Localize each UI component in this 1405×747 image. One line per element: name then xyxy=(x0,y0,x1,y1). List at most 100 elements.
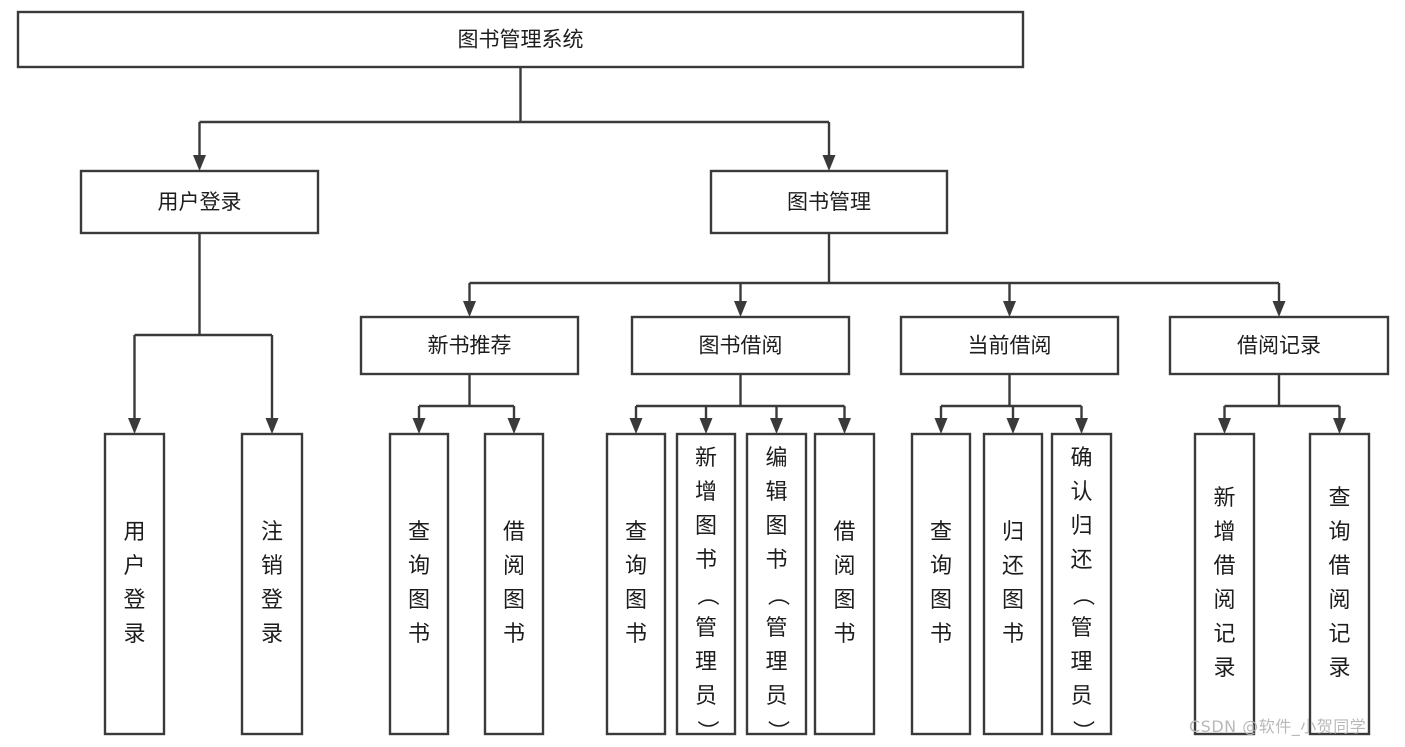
svg-text:）: ） xyxy=(765,720,790,742)
svg-text:阅: 阅 xyxy=(1328,588,1350,613)
svg-text:辑: 辑 xyxy=(765,480,787,505)
node-box-leaf-return-book[interactable] xyxy=(982,432,1044,736)
node-box-leaf-borrow-book-1[interactable] xyxy=(483,432,545,736)
node-label-book-management: 图书管理 xyxy=(787,190,871,214)
svg-text:新: 新 xyxy=(695,446,717,471)
svg-text:书: 书 xyxy=(625,622,647,647)
svg-text:记: 记 xyxy=(1213,622,1235,647)
edge-group-book-management xyxy=(463,233,1286,317)
node-label-leaf-user-login: 用户登录 xyxy=(123,520,145,647)
svg-text:理: 理 xyxy=(765,650,787,675)
svg-text:阅: 阅 xyxy=(503,554,525,579)
svg-text:管: 管 xyxy=(1070,616,1092,641)
svg-text:询: 询 xyxy=(930,554,952,579)
svg-text:图: 图 xyxy=(930,588,952,613)
node-box-user-login[interactable] xyxy=(79,169,320,235)
node-box-book-management[interactable] xyxy=(709,169,949,235)
node-box-leaf-query-book-2[interactable] xyxy=(605,432,667,736)
node-box-leaf-user-login[interactable] xyxy=(103,432,166,736)
node-box-leaf-query-borrow-record[interactable] xyxy=(1308,432,1371,736)
svg-text:查: 查 xyxy=(930,520,952,545)
svg-text:图: 图 xyxy=(408,588,430,613)
node-current-borrow[interactable]: 当前借阅 xyxy=(899,315,1120,376)
svg-text:确: 确 xyxy=(1070,446,1092,471)
node-box-borrow-record[interactable] xyxy=(1168,315,1390,376)
edge-group-book-borrow xyxy=(629,374,851,434)
svg-text:认: 认 xyxy=(1070,480,1092,505)
svg-text:管: 管 xyxy=(765,616,787,641)
svg-text:登: 登 xyxy=(123,588,145,613)
svg-text:理: 理 xyxy=(695,650,717,675)
svg-text:还: 还 xyxy=(1002,554,1024,579)
svg-text:理: 理 xyxy=(1070,650,1092,675)
svg-text:归: 归 xyxy=(1070,514,1092,539)
node-box-new-book-recommend[interactable] xyxy=(359,315,580,376)
edge-group-borrow-record xyxy=(1218,374,1346,434)
svg-text:阅: 阅 xyxy=(1213,588,1235,613)
node-leaf-user-login[interactable]: 用户登录 xyxy=(103,432,166,736)
svg-text:）: ） xyxy=(1070,720,1095,742)
svg-text:归: 归 xyxy=(1002,520,1024,545)
node-label-current-borrow: 当前借阅 xyxy=(968,334,1052,358)
svg-text:新: 新 xyxy=(1213,486,1235,511)
edge-group-user-login xyxy=(128,233,279,434)
svg-text:（: （ xyxy=(1070,584,1095,606)
svg-text:书: 书 xyxy=(1002,622,1024,647)
svg-text:记: 记 xyxy=(1328,622,1350,647)
node-book-borrow[interactable]: 图书借阅 xyxy=(630,315,851,376)
node-label-new-book-recommend: 新书推荐 xyxy=(428,334,512,358)
node-new-book-recommend[interactable]: 新书推荐 xyxy=(359,315,580,376)
watermark-label: CSDN @软件_小贺同学 xyxy=(1189,717,1367,736)
node-box-leaf-logout[interactable] xyxy=(240,432,304,736)
node-box-leaf-borrow-book-2[interactable] xyxy=(813,432,876,736)
node-user-login[interactable]: 用户登录 xyxy=(79,169,320,235)
node-box-root[interactable] xyxy=(16,10,1025,69)
svg-text:图: 图 xyxy=(765,514,787,539)
svg-text:书: 书 xyxy=(930,622,952,647)
svg-text:（: （ xyxy=(765,584,790,606)
svg-text:询: 询 xyxy=(408,554,430,579)
svg-text:借: 借 xyxy=(503,520,525,545)
svg-text:书: 书 xyxy=(695,548,717,573)
node-box-current-borrow[interactable] xyxy=(899,315,1120,376)
node-box-leaf-query-book-1[interactable] xyxy=(388,432,450,736)
node-box-leaf-query-book-3[interactable] xyxy=(910,432,972,736)
svg-text:书: 书 xyxy=(833,622,855,647)
node-box-leaf-add-book[interactable] xyxy=(675,432,737,736)
svg-text:查: 查 xyxy=(408,520,430,545)
svg-text:询: 询 xyxy=(1328,520,1350,545)
node-box-book-borrow[interactable] xyxy=(630,315,851,376)
node-root[interactable]: 图书管理系统 xyxy=(16,10,1025,69)
svg-text:阅: 阅 xyxy=(833,554,855,579)
node-borrow-record[interactable]: 借阅记录 xyxy=(1168,315,1390,376)
svg-text:借: 借 xyxy=(833,520,855,545)
node-box-leaf-edit-book[interactable] xyxy=(745,432,808,736)
svg-text:）: ） xyxy=(694,720,719,742)
node-box-leaf-add-borrow-record[interactable] xyxy=(1193,432,1256,736)
svg-text:录: 录 xyxy=(1213,656,1235,681)
node-box-leaf-confirm-return[interactable] xyxy=(1050,432,1113,736)
node-label-book-borrow: 图书借阅 xyxy=(699,334,783,358)
node-book-management[interactable]: 图书管理 xyxy=(709,169,949,235)
svg-text:注: 注 xyxy=(261,520,283,545)
